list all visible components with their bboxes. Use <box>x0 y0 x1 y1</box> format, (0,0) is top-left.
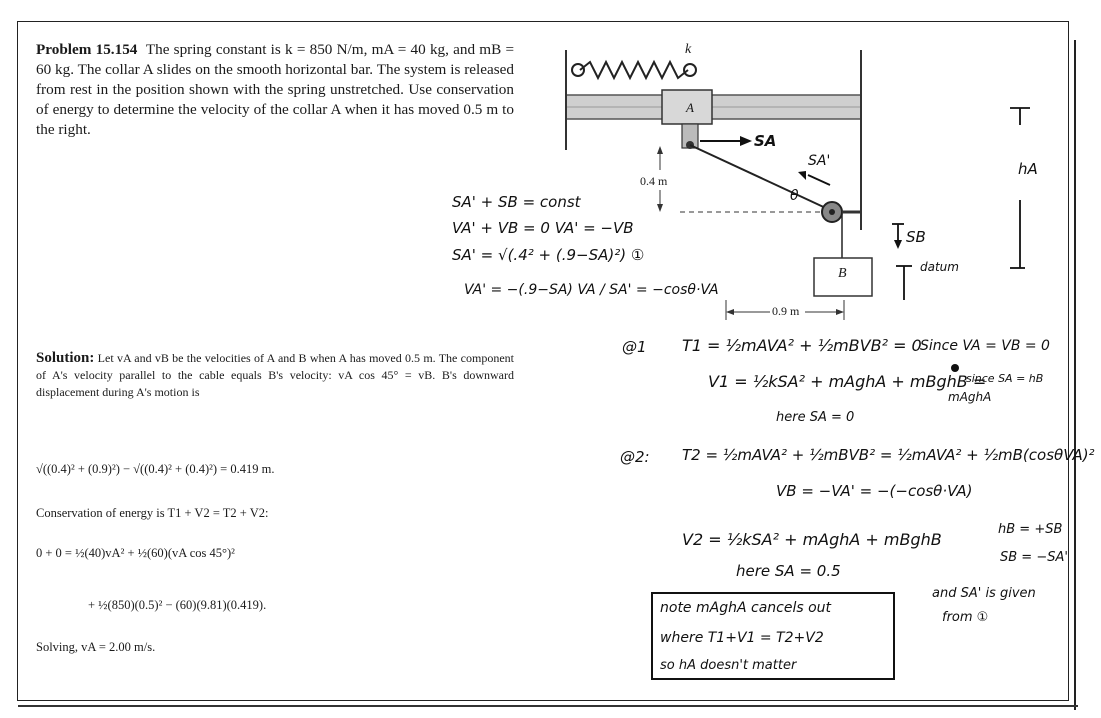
spring-k-label: k <box>685 42 692 57</box>
sa-label: SA <box>754 132 777 150</box>
state2-kinetic: T2 = ½mAVA² + ½mBVB² = ½mAVA² + ½mB(cosθ… <box>682 446 1095 464</box>
note-line2: where T1+V1 = T2+V2 <box>660 630 824 646</box>
state1-here: here SA = 0 <box>776 410 855 425</box>
state2-label: @2: <box>620 448 650 466</box>
solution-paragraph: Solution: Let vA and vB be the velocitie… <box>36 350 514 401</box>
hand-left-line1: SA' + SB = const <box>452 193 581 211</box>
state1-potential-result: mAghA <box>948 390 992 404</box>
collar-a-label: A <box>686 100 694 115</box>
solution-conservation: Conservation of energy is T1 + V2 = T2 +… <box>36 506 269 520</box>
hand-left-line4: VA' = −(.9−SA) VA / SA' = −cosθ·VA <box>464 282 719 298</box>
state1-label: @1 <box>622 338 647 356</box>
right-edge-rule <box>1074 40 1076 710</box>
bottom-edge-rule <box>18 705 1078 707</box>
solution-answer: Solving, vA = 2.00 m/s. <box>36 640 156 654</box>
state2-hb: hB = +SB <box>998 522 1063 537</box>
solution-head: Solution: <box>36 350 95 366</box>
solution-text: Let vA and vB be the velocities of A and… <box>36 351 515 399</box>
problem-text: The spring constant is k = 850 N/m, mA =… <box>36 41 515 138</box>
problem-label: Problem 15.154 <box>36 41 138 58</box>
state2-sb: SB = −SA' <box>1000 550 1068 565</box>
state2-vb: VB = −VA' = −(−cosθ·VA) <box>776 482 973 500</box>
sb-label: SB <box>906 228 926 246</box>
hand-left-line3: SA' = √(.4² + (.9−SA)²) ① <box>452 246 645 264</box>
problem-statement: Problem 15.154 The spring constant is k … <box>36 40 514 140</box>
cable <box>689 144 831 211</box>
state1-since: Since VA = VB = 0 <box>920 338 1050 354</box>
ha-label: hA <box>1018 160 1038 178</box>
state2-and1: and SA' is given <box>932 586 1036 601</box>
theta-label: θ <box>790 188 799 204</box>
page-frame <box>17 21 1069 701</box>
state2-here: here SA = 0.5 <box>736 562 841 580</box>
solution-eq3: + ½(850)(0.5)² − (60)(9.81)(0.419). <box>88 598 267 612</box>
sa-prime-label: SA' <box>808 153 831 169</box>
mass-b <box>813 257 873 297</box>
solution-eq1: √((0.4)² + (0.9)²) − √((0.4)² + (0.4)²) … <box>36 462 275 476</box>
note-line3: so hA doesn't matter <box>660 658 797 673</box>
state1-kinetic: T1 = ½mAVA² + ½mBVB² = 0 <box>682 336 922 355</box>
note-box <box>651 592 895 680</box>
state2-potential: V2 = ½kSA² + mAghA + mBghB <box>682 530 942 549</box>
dim-horizontal: 0.9 m <box>772 304 800 318</box>
solution-eq2: 0 + 0 = ½(40)vA² + ½(60)(vA cos 45°)² <box>36 546 235 560</box>
state1-potential: V1 = ½kSA² + mAghA + mBghB = <box>708 372 987 391</box>
collar-a <box>661 89 713 125</box>
state2-and2: from ① <box>942 610 989 625</box>
hand-left-line2: VA' + VB = 0 VA' = −VB <box>452 219 634 237</box>
dim-vertical: 0.4 m <box>640 174 668 188</box>
mass-b-label: B <box>838 266 847 281</box>
note-line1: note mAghA cancels out <box>660 600 832 616</box>
datum-label: datum <box>920 260 959 274</box>
spring <box>579 59 689 81</box>
state1-since2: since SA = hB <box>966 372 1044 385</box>
